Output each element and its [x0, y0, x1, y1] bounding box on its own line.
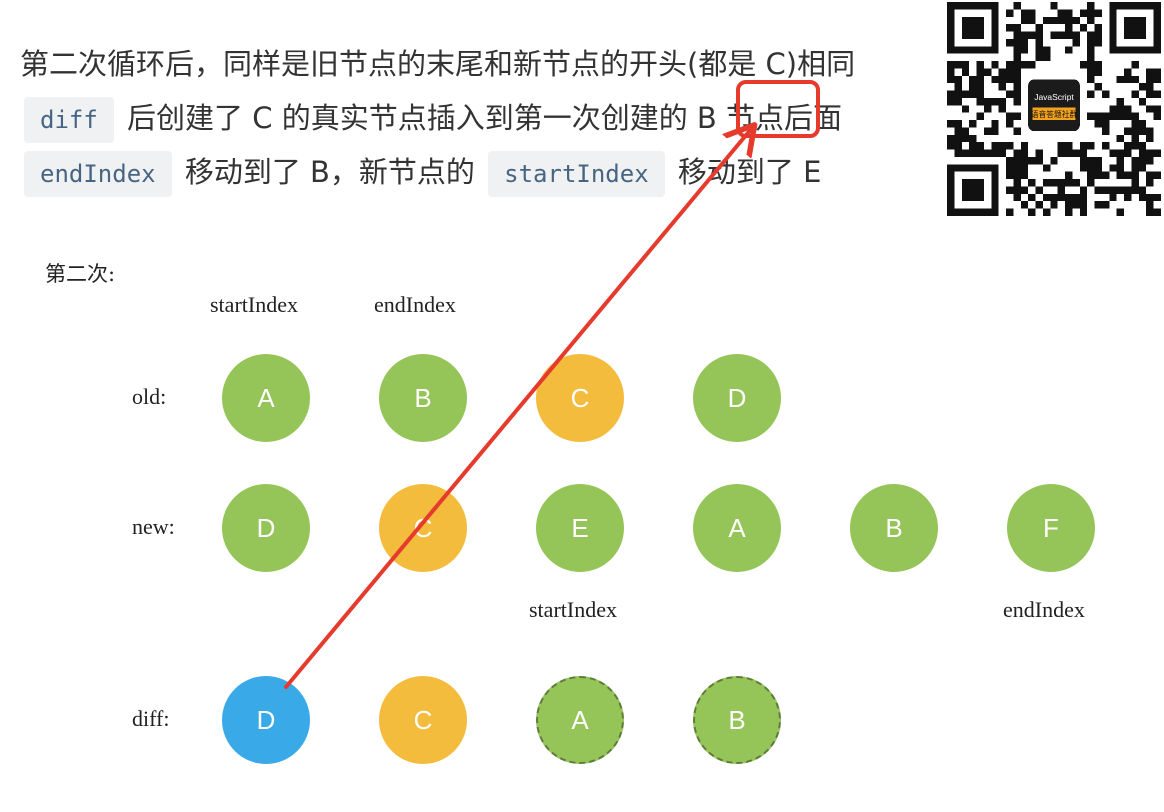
row-label-old: old:: [132, 384, 167, 409]
paragraph-line-2-text: 后创建了 C 的真实节点插入到第一次创建的 B 节点后面: [127, 101, 843, 135]
old-node-a: A: [222, 354, 310, 442]
old-node-b: B: [379, 354, 467, 442]
paragraph-line-3-text-2: 移动到了 E: [677, 155, 822, 189]
qr-code-image: JavaScript 语音答题社群: [947, 2, 1161, 216]
new-end-index-label: endIndex: [1003, 597, 1085, 622]
old-node-c: C: [536, 354, 624, 442]
qr-badge-line-1: JavaScript: [1034, 92, 1074, 102]
row-label-diff: diff:: [132, 706, 170, 731]
diagram-title: 第二次:: [45, 262, 116, 286]
row-label-new: new:: [132, 514, 175, 539]
old-start-index-label: startIndex: [210, 292, 298, 317]
diff-node-c: C: [379, 676, 467, 764]
paragraph-line-3-text-1: 移动到了 B，新节点的: [184, 155, 475, 189]
new-node-f: F: [1007, 484, 1095, 572]
annotation-arrow: [284, 128, 752, 689]
paragraph-line-3: endIndex 移动到了 B，新节点的 startIndex 移动到了 E: [20, 146, 821, 198]
diff-node-d: D: [222, 676, 310, 764]
old-node-d: D: [693, 354, 781, 442]
qr-badge-line-2: 语音答题社群: [1031, 109, 1078, 119]
new-node-c: C: [379, 484, 467, 572]
paragraph-line-2: diff 后创建了 C 的真实节点插入到第一次创建的 B 节点后面: [20, 92, 842, 144]
diff-node-b: B: [693, 676, 781, 764]
diff-node-a: A: [536, 676, 624, 764]
new-node-d: D: [222, 484, 310, 572]
paragraph-line-1: 第二次循环后，同样是旧节点的末尾和新节点的开头(都是 C)相同: [20, 47, 856, 81]
code-startindex: startIndex: [488, 151, 665, 197]
new-node-e: E: [536, 484, 624, 572]
new-node-a: A: [693, 484, 781, 572]
code-diff: diff: [24, 97, 114, 143]
code-endindex: endIndex: [24, 151, 172, 197]
old-end-index-label: endIndex: [374, 292, 456, 317]
new-node-b: B: [850, 484, 938, 572]
new-start-index-label: startIndex: [529, 597, 617, 622]
